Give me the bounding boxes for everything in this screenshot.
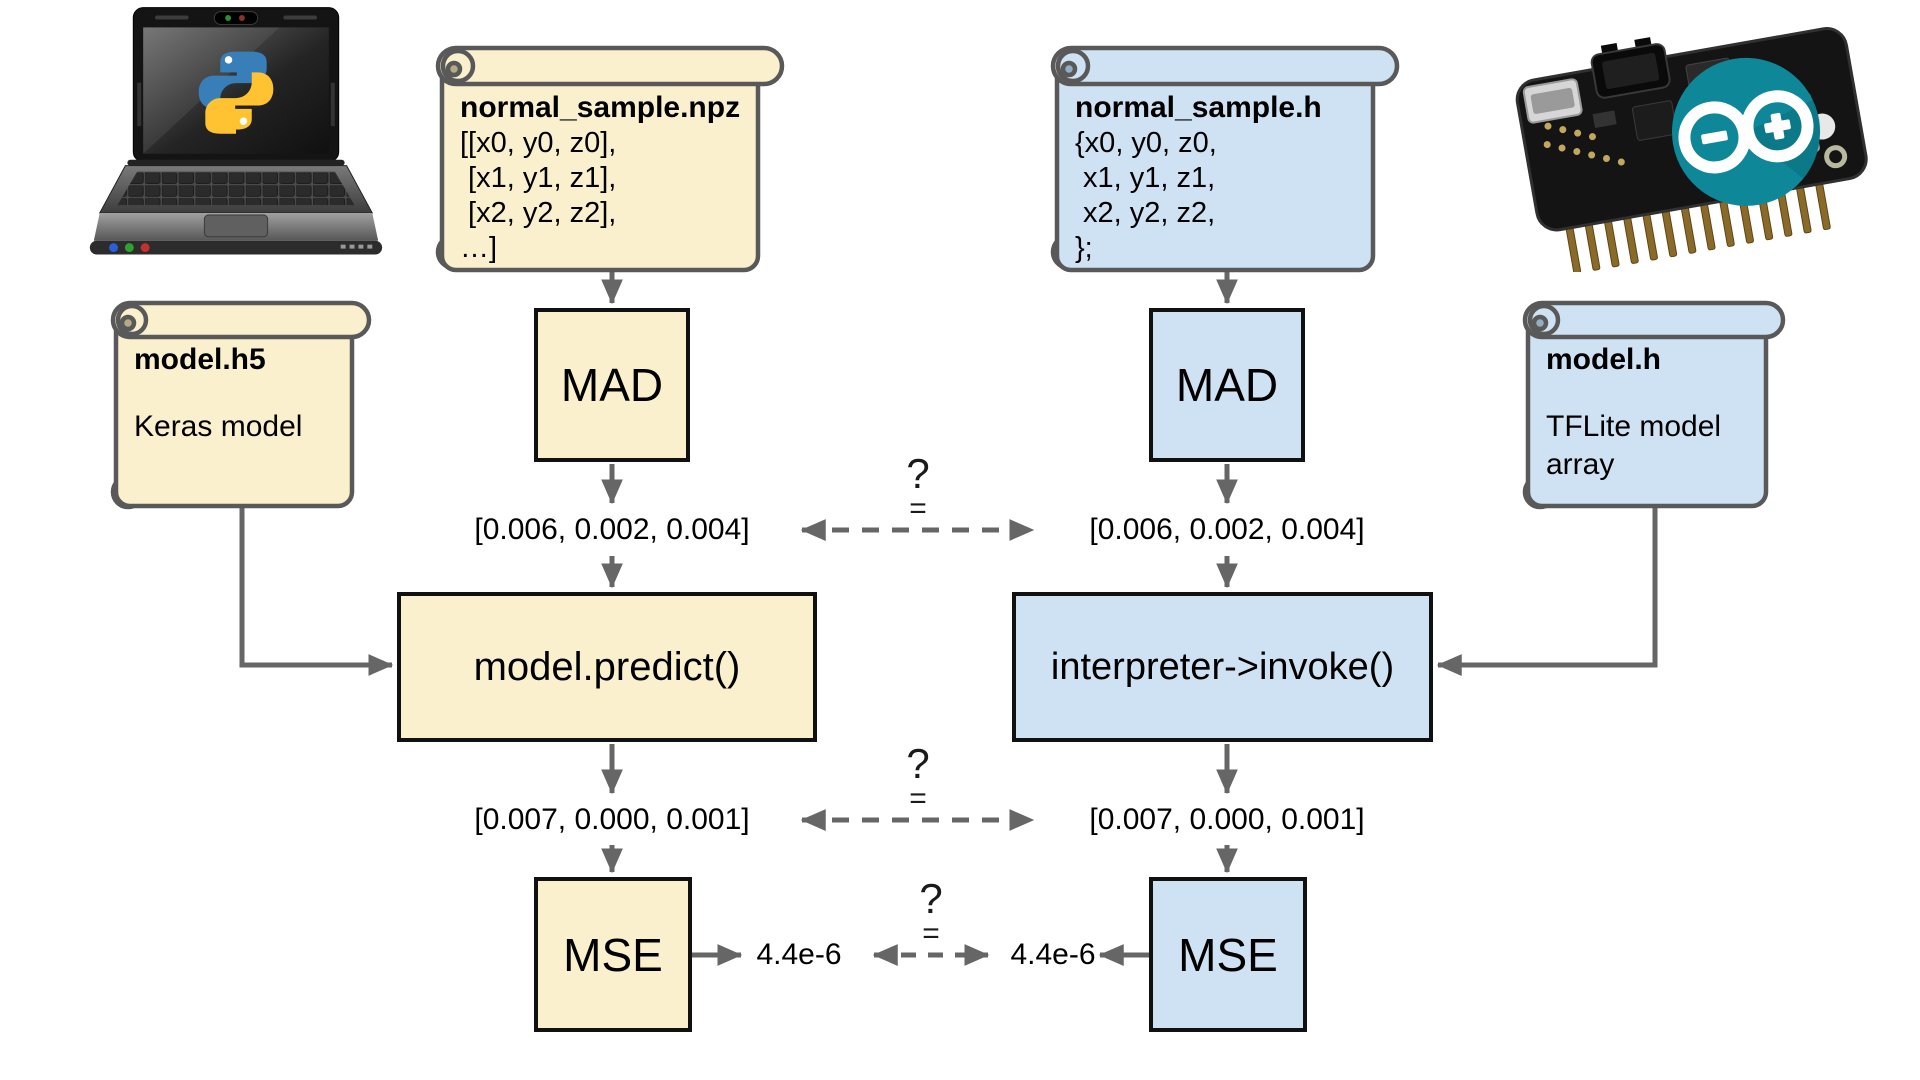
mad-box-arduino: MAD — [1149, 308, 1305, 462]
scroll-line: {x0, y0, z0, — [1075, 127, 1217, 159]
mse-box-label: MSE — [1178, 928, 1278, 981]
keras-model-scroll: model.h5 Keras model — [108, 298, 376, 520]
tflite-model-scroll: model.h TFLite model array — [1520, 298, 1790, 520]
equals-sign: = — [909, 492, 927, 525]
equality-comparator-predict: ? = — [906, 740, 930, 815]
mse-box-arduino: MSE — [1149, 877, 1307, 1032]
mad-output-arduino: [0.006, 0.002, 0.004] — [1089, 513, 1365, 546]
scroll-line: x2, y2, z2, — [1075, 197, 1216, 229]
model-predict-box: model.predict() — [397, 592, 817, 742]
scroll-line: [x1, y1, z1], — [460, 162, 617, 194]
scroll-title: normal_sample.npz — [460, 91, 741, 124]
python-logo-icon — [198, 51, 274, 134]
scroll-line: [[x0, y0, z0], — [460, 127, 617, 159]
npz-sample-scroll: normal_sample.npz [[x0, y0, z0], [x1, y1… — [432, 42, 792, 280]
python-laptop-illustration — [78, 4, 394, 272]
mse-output-python: 4.4e-6 — [756, 938, 842, 971]
mse-box-label: MSE — [563, 928, 663, 981]
arrow-modelh5-to-predict — [239, 506, 394, 676]
arrow-modelh-to-invoke — [1436, 506, 1658, 676]
scroll-title: normal_sample.h — [1075, 91, 1322, 124]
equals-sign: = — [922, 917, 940, 950]
arduino-logo-icon — [1671, 57, 1821, 206]
model-predict-label: model.predict() — [473, 644, 741, 689]
scroll-title: model.h5 — [134, 343, 266, 376]
question-mark: ? — [906, 740, 930, 788]
question-mark: ? — [906, 450, 930, 498]
h-sample-scroll: normal_sample.h {x0, y0, z0, x1, y1, z1,… — [1047, 42, 1407, 280]
predict-output-python: [0.007, 0.000, 0.001] — [474, 803, 750, 836]
mad-box-label: MAD — [1175, 359, 1279, 411]
scroll-title: model.h — [1546, 343, 1662, 376]
scroll-body: Keras model — [134, 410, 303, 443]
interpreter-invoke-label: interpreter->invoke() — [1050, 645, 1395, 688]
equality-comparator-mad: ? = — [906, 450, 930, 525]
mse-box-python: MSE — [534, 877, 692, 1032]
mse-output-arduino: 4.4e-6 — [1010, 938, 1096, 971]
equals-sign: = — [909, 782, 927, 815]
scroll-body: TFLite model array — [1546, 410, 1722, 481]
scroll-line: x1, y1, z1, — [1075, 162, 1216, 194]
mad-box-python: MAD — [534, 308, 690, 462]
scroll-line: …] — [460, 232, 498, 264]
mad-box-label: MAD — [560, 359, 664, 411]
scroll-line: }; — [1075, 232, 1093, 264]
question-mark: ? — [919, 875, 943, 923]
equality-comparator-mse: ? = — [919, 875, 943, 950]
invoke-output-arduino: [0.007, 0.000, 0.001] — [1089, 803, 1365, 836]
webcam-icon — [213, 11, 259, 25]
scroll-line: [x2, y2, z2], — [460, 197, 617, 229]
mad-output-python: [0.006, 0.002, 0.004] — [474, 513, 750, 546]
interpreter-invoke-box: interpreter->invoke() — [1012, 592, 1433, 742]
arduino-feather-board-illustration — [1488, 2, 1888, 272]
